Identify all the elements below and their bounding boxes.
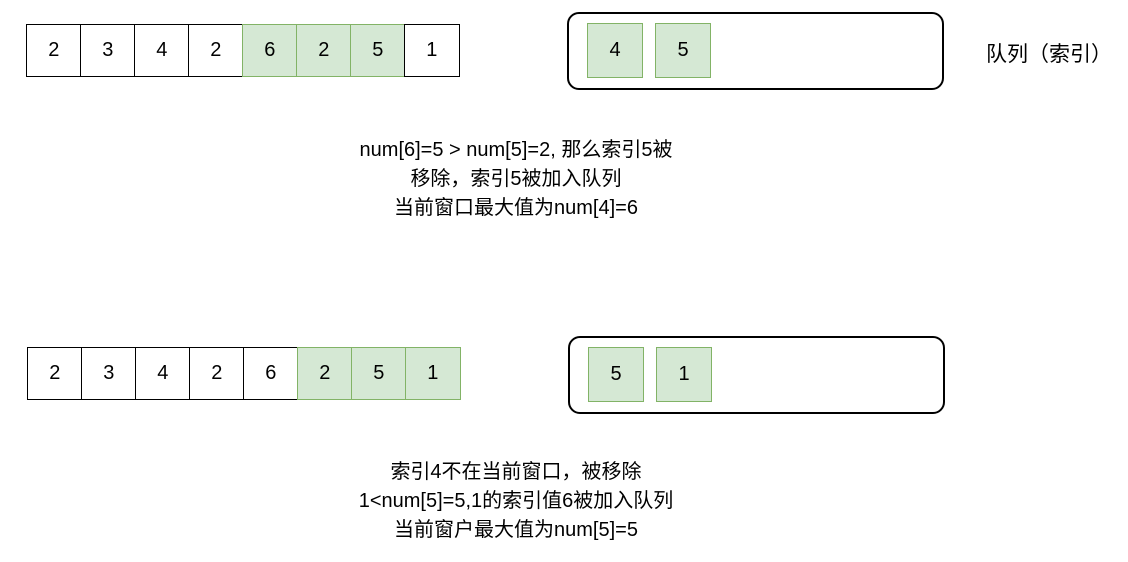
array-cell: 2 [188, 24, 244, 77]
caption-line: 1<num[5]=5,1的索引值6被加入队列 [358, 490, 674, 512]
array-cell-in-window: 2 [296, 24, 352, 77]
array-cell-in-window: 5 [350, 24, 406, 77]
caption-line: 索引4不在当前窗口，被移除 [390, 461, 642, 483]
array-cell: 1 [404, 24, 460, 77]
array-cell: 3 [81, 347, 137, 400]
caption-line: 当前窗口最大值为num[4]=6 [394, 197, 638, 219]
caption-step-2: 索引4不在当前窗口，被移除 1<num[5]=5,1的索引值6被加入队列 当前窗… [236, 458, 796, 545]
array-cell-in-window: 5 [351, 347, 407, 400]
queue-item: 1 [656, 347, 712, 402]
array-cell: 4 [135, 347, 191, 400]
array-step-1: 2 3 4 2 6 2 5 1 [26, 24, 460, 77]
array-step-2: 2 3 4 2 6 2 5 1 [27, 347, 461, 400]
caption-line: num[6]=5 > num[5]=2, 那么索引5被 [359, 139, 673, 161]
queue-item: 4 [587, 23, 643, 78]
caption-step-1: num[6]=5 > num[5]=2, 那么索引5被 移除，索引5被加入队列 … [236, 136, 796, 223]
array-cell: 2 [26, 24, 82, 77]
array-cell: 3 [80, 24, 136, 77]
array-cell: 4 [134, 24, 190, 77]
caption-line: 移除，索引5被加入队列 [410, 168, 622, 190]
queue-label: 队列（索引） [986, 43, 1112, 66]
array-cell: 2 [27, 347, 83, 400]
array-cell: 2 [189, 347, 245, 400]
array-cell: 6 [243, 347, 299, 400]
array-cell-in-window: 1 [405, 347, 461, 400]
queue-step-1: 4 5 [567, 12, 944, 90]
queue-item: 5 [588, 347, 644, 402]
caption-line: 当前窗户最大值为num[5]=5 [394, 519, 638, 541]
queue-step-2: 5 1 [568, 336, 945, 414]
array-cell-in-window: 6 [242, 24, 298, 77]
queue-item: 5 [655, 23, 711, 78]
array-cell-in-window: 2 [297, 347, 353, 400]
